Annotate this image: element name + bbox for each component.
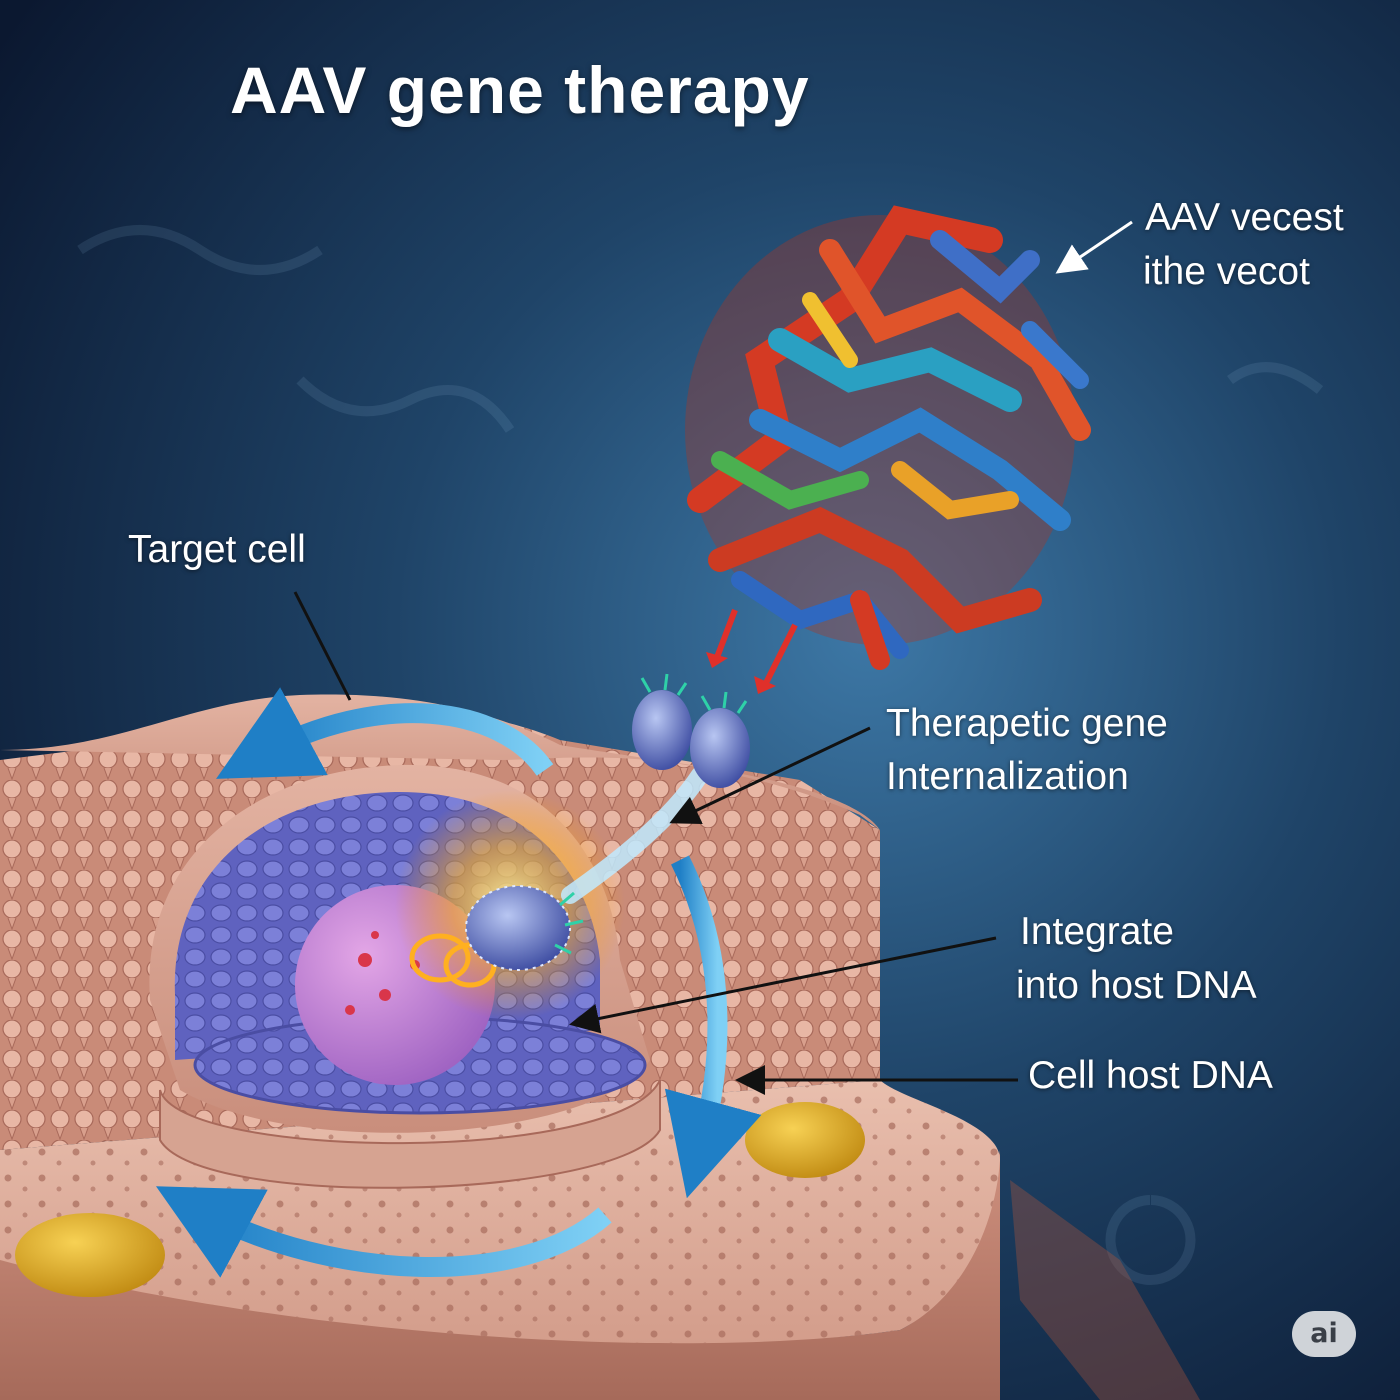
- label-aav-vector-line2: ithe vecot: [1143, 250, 1310, 293]
- leader-aav-vector: [1055, 220, 1133, 274]
- ai-badge: ai: [1292, 1311, 1356, 1357]
- flow-arrow-bottom: [155, 1186, 612, 1278]
- leader-target-cell: [293, 591, 352, 701]
- organelle-left: [15, 1213, 165, 1297]
- organelle-right: [745, 1102, 865, 1178]
- label-therapeutic-line1: Therapetic gene: [886, 702, 1168, 745]
- leader-integrate: [569, 936, 997, 1034]
- label-aav-vector-line1: AAV vecest: [1145, 196, 1344, 239]
- vector-descent-arrows: [706, 608, 798, 694]
- entry-channel: [561, 766, 709, 904]
- leader-therapeutic-gene: [669, 726, 871, 824]
- background-protein-strand: [1010, 1180, 1200, 1400]
- aav-vector-complex: [685, 205, 1091, 670]
- virus-particle-left: [632, 673, 692, 770]
- label-integrate-line1: Integrate: [1020, 910, 1174, 953]
- cell-side-wall: [0, 1150, 1000, 1400]
- flow-arrow-top: [216, 687, 554, 779]
- diagram-title: AAV gene therapy: [230, 53, 810, 127]
- nuclear-envelope-cut: [159, 1079, 661, 1189]
- virus-particle-right: [690, 691, 750, 788]
- label-therapeutic-line2: Internalization: [886, 755, 1129, 798]
- virus-particle-entering: [465, 885, 584, 971]
- background-molecules: [77, 225, 1324, 1285]
- label-target-cell: Target cell: [128, 528, 306, 571]
- label-integrate-line2: into host DNA: [1016, 964, 1257, 1007]
- label-cell-host-dna: Cell host DNA: [1028, 1054, 1273, 1097]
